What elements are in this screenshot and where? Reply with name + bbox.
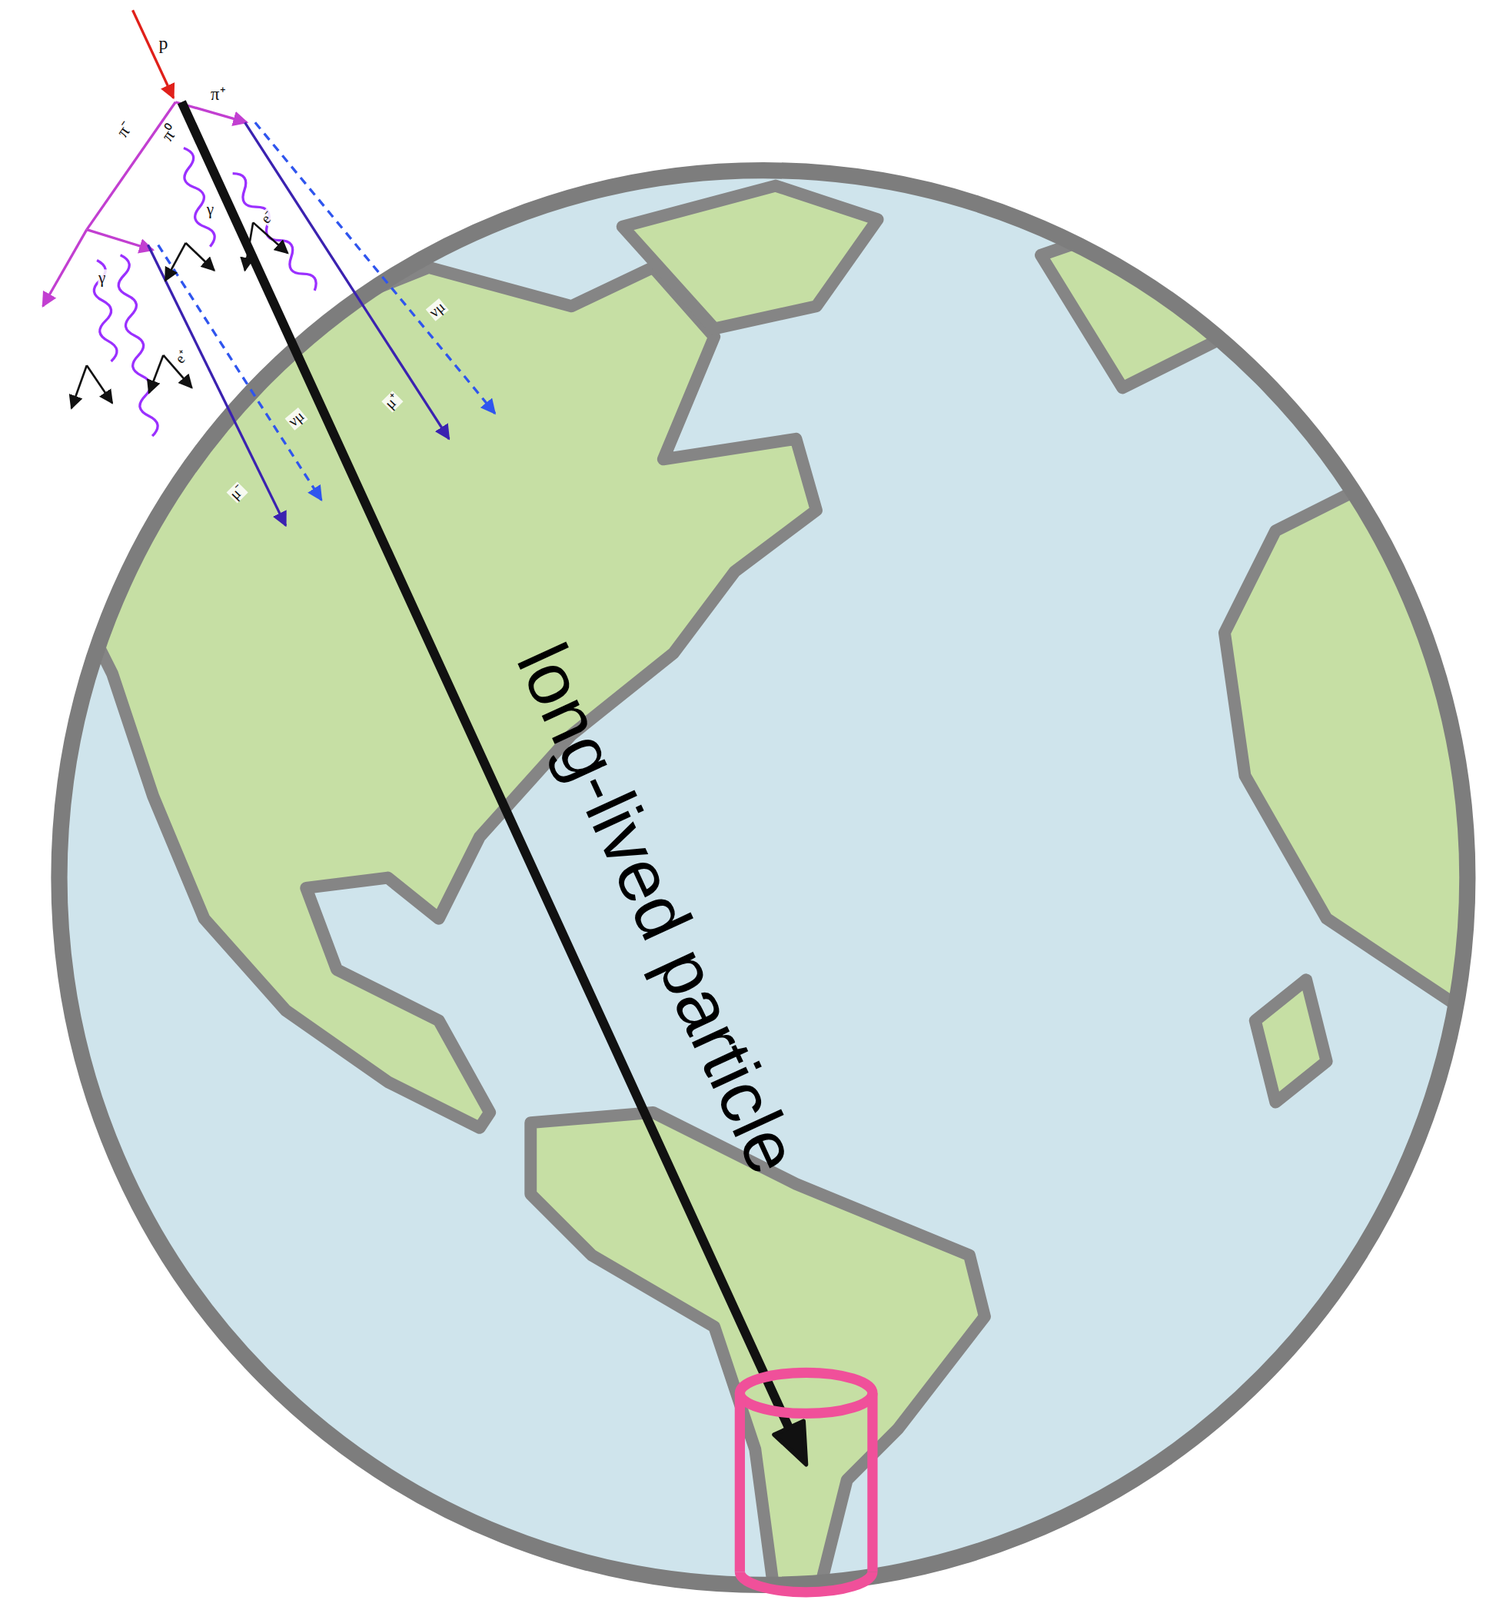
globe-outline bbox=[59, 170, 1468, 1586]
air-shower bbox=[43, 9, 496, 526]
particle-label: e⁻ bbox=[257, 207, 278, 227]
detector-cylinder bbox=[739, 1372, 873, 1592]
particle-track bbox=[181, 102, 789, 1428]
ocean bbox=[59, 170, 1468, 1586]
particle-label: p bbox=[157, 33, 170, 53]
particle-label: π⁺ bbox=[209, 85, 227, 104]
arrow-head bbox=[774, 1420, 807, 1465]
particle-label: γ bbox=[205, 201, 215, 218]
particle-label: π⁻ bbox=[112, 116, 137, 141]
particle-label: γ bbox=[97, 269, 107, 286]
particle-label: e⁺ bbox=[172, 347, 193, 367]
